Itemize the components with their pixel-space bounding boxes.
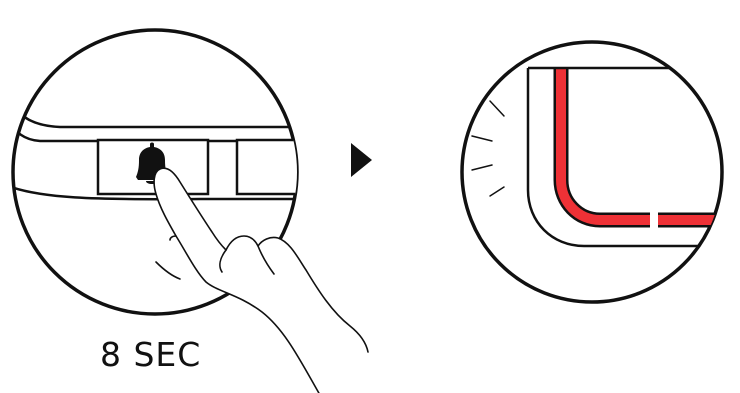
pressing-hand [153,167,369,393]
led-light-strip [556,68,650,225]
device-edge-outer [13,99,297,129]
device-closeup-left [11,28,369,393]
play-triangle-icon [351,143,372,177]
second-button [235,138,297,196]
housing-outer-edge [526,68,722,248]
duration-label: 8 SEC [100,335,202,374]
device-closeup-right [460,40,724,304]
light-glow-marks [471,100,505,197]
device-edge-inner [13,119,297,143]
magnifier-circle-right [460,40,724,304]
